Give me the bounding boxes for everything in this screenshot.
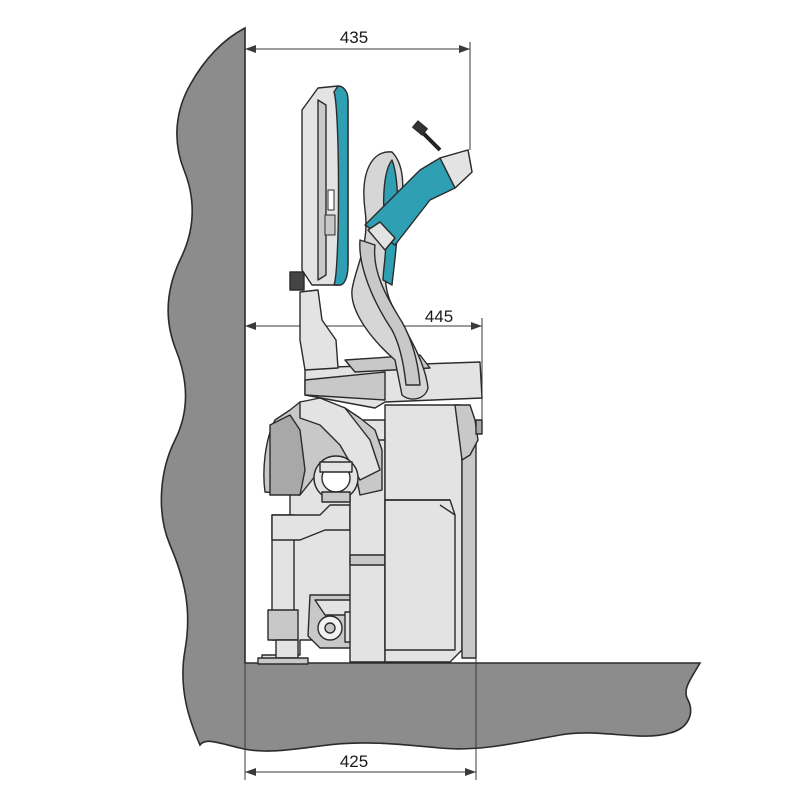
wall-section xyxy=(160,26,702,752)
mounting-ring xyxy=(313,455,359,503)
dimension-top: 435 xyxy=(245,28,471,150)
dimension-bottom: 425 xyxy=(244,650,477,780)
monitor-bracket xyxy=(299,289,339,371)
machine xyxy=(257,85,483,665)
cabinet-side-panel xyxy=(461,429,477,659)
dimension-middle-label: 445 xyxy=(425,307,453,326)
monitor xyxy=(301,85,349,286)
left-post xyxy=(257,514,309,665)
dimension-top-label: 435 xyxy=(340,28,368,47)
arm-knob xyxy=(412,120,442,152)
dimension-bottom-label: 425 xyxy=(340,752,368,771)
